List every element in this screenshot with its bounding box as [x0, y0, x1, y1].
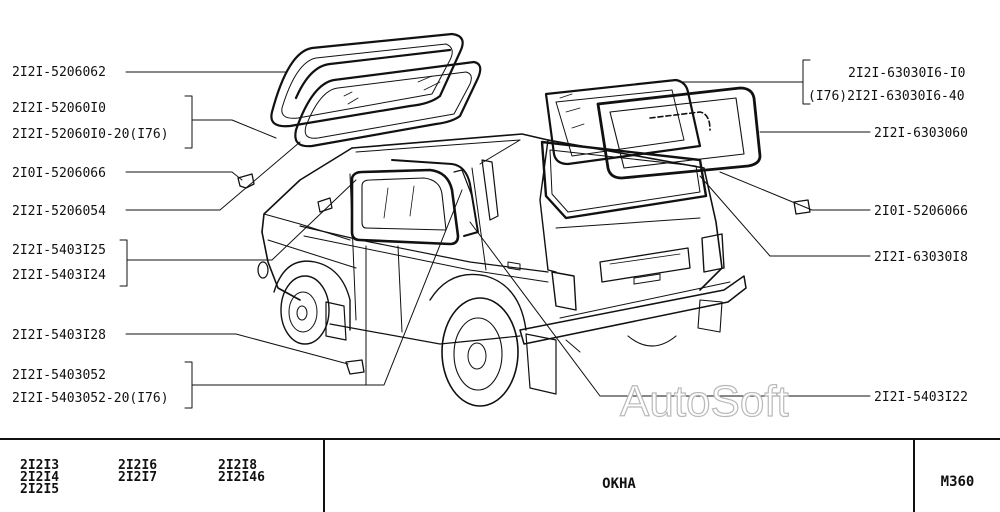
part-number-label: 2I2I-5403I25: [12, 243, 106, 258]
rear-glass-drawing: [544, 78, 762, 180]
clip-right-drawing: [793, 199, 811, 215]
part-number-label: (I76)2I2I-63030I6-40: [808, 89, 965, 104]
part-number-label: 2I2I-5206054: [12, 204, 106, 219]
model-code: 2I2I46: [218, 470, 265, 485]
model-column: 2I2I8 2I2I46: [218, 458, 265, 485]
leader-lines-left: [119, 71, 463, 409]
part-number-label: 2I2I-6303060: [874, 126, 968, 141]
part-number-label: 2I2I-5403I22: [874, 390, 968, 405]
title-block: 2I2I3 2I2I4 2I2I5 2I2I6 2I2I7 2I2I8 2I2I…: [0, 438, 1000, 512]
part-number-label: 2I2I-63030I6-I0: [848, 66, 965, 81]
model-code: 2I2I8: [218, 458, 258, 473]
part-number-label: 2I2I-52060I0-20(I76): [12, 127, 169, 142]
diagram-canvas: 2I2I-5206062 2I2I-52060I0 2I2I-52060I0-2…: [12, 32, 968, 427]
sheet-number: М360: [940, 474, 975, 490]
clip-left-drawing: [237, 173, 255, 189]
model-code: 2I2I4: [20, 470, 60, 485]
leader-lines-right: [469, 59, 871, 397]
part-number-label: 2I2I-52060I0: [12, 101, 106, 116]
parts-diagram: 2I2I-5206062 2I2I-52060I0 2I2I-52060I0-2…: [12, 32, 968, 427]
part-number-label: 2I2I-63030I8: [874, 250, 968, 265]
left-part-labels: 2I2I-5206062 2I2I-52060I0 2I2I-52060I0-2…: [12, 65, 169, 406]
part-number-label: 2I2I-5403I28: [12, 328, 106, 343]
part-number-label: 2I2I-5403I24: [12, 268, 106, 283]
part-number-label: 2I2I-5403052-20(I76): [12, 391, 169, 406]
section-title: ОКНА: [602, 476, 636, 492]
sheet-number-cell: М360: [915, 440, 1000, 512]
model-code: 2I2I7: [118, 470, 158, 485]
part-number-label: 2I2I-5206062: [12, 65, 106, 80]
side-window-drawing: [350, 159, 499, 246]
model-code: 2I2I5: [20, 482, 60, 497]
right-part-labels: 2I2I-63030I6-I0 (I76)2I2I-63030I6-40 2I2…: [808, 66, 968, 405]
windshield-glass-drawing: [270, 32, 482, 148]
section-title-cell: ОКНА: [325, 440, 915, 512]
model-list-cell: 2I2I3 2I2I4 2I2I5 2I2I6 2I2I7 2I2I8 2I2I…: [0, 440, 325, 512]
model-column: 2I2I3 2I2I4 2I2I5: [20, 458, 60, 497]
car-illustration: [257, 133, 747, 407]
part-number-label: 2I2I-5403052: [12, 368, 106, 383]
part-number-label: 2I0I-5206066: [874, 204, 968, 219]
model-column: 2I2I6 2I2I7: [118, 458, 158, 485]
model-code: 2I2I3: [20, 458, 60, 473]
model-code: 2I2I6: [118, 458, 158, 473]
clip-bottom-drawing: [345, 359, 365, 375]
watermark: AutoSoft: [620, 377, 789, 426]
part-number-label: 2I0I-5206066: [12, 166, 106, 181]
